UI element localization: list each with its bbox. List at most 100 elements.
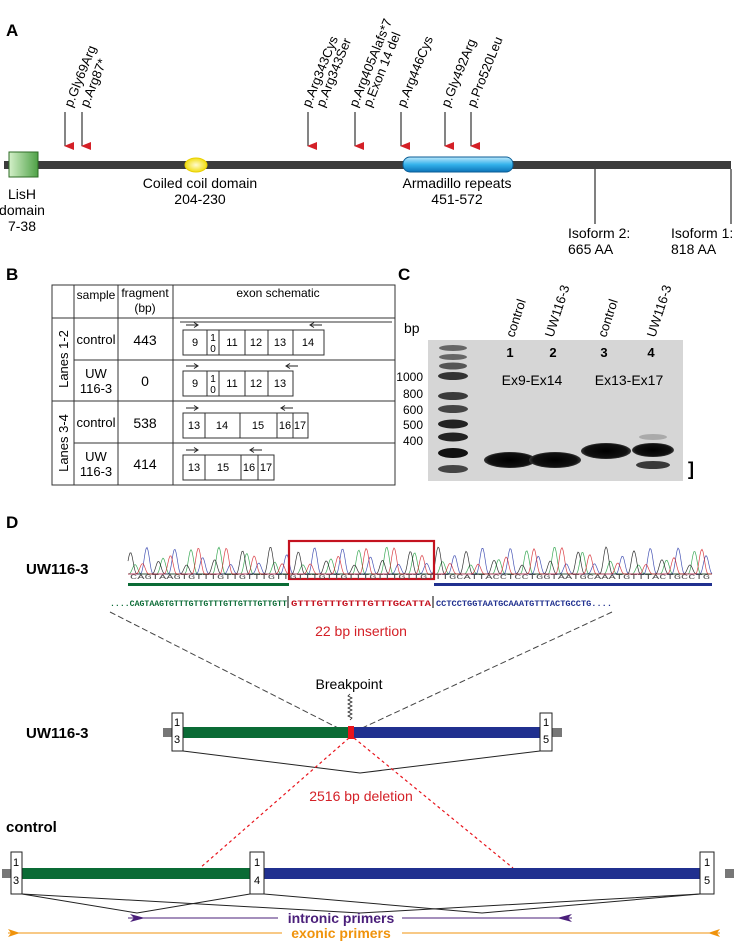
splice-line-mutant	[182, 750, 541, 774]
isoform1-label: Isoform 1:	[671, 225, 733, 241]
sequence-insertion: GTTTGTTTGTTTGTTTGCATTA	[291, 599, 432, 609]
chromatogram-trace	[127, 546, 713, 575]
intron-blue-control	[264, 868, 700, 879]
exon-schematic-row-2: 9 1 0 11 12 13	[182, 363, 298, 397]
sequence-blue: CCTCCTGGTAATGCAAATGTTTACTGCCTG....	[436, 599, 612, 609]
exon-label: 11	[226, 378, 237, 390]
gel-band	[632, 443, 674, 457]
exon-label: 11	[226, 337, 237, 349]
exon-label: 13	[274, 378, 286, 390]
lish-label: LisH	[8, 186, 36, 202]
sample-cell: UW	[85, 366, 107, 381]
exon-label: 15	[252, 420, 264, 432]
exon-number: 4	[254, 875, 260, 887]
exon-label: 12	[250, 378, 262, 390]
gene-flank-right	[552, 728, 562, 737]
gene-flank-left-control	[2, 869, 11, 878]
gel-marker-label: 800	[403, 387, 423, 401]
gel-marker-label: 1000	[396, 370, 423, 384]
deletion-label: 2516 bp deletion	[309, 788, 413, 804]
gel-lane-number: 4	[647, 345, 655, 360]
panel-label-a: A	[6, 21, 18, 40]
exon-label: 17	[260, 462, 272, 474]
gene-flank-left	[163, 728, 173, 737]
control-schematic-label: control	[6, 819, 57, 836]
exon-table	[51, 284, 396, 486]
exon-label: 9	[192, 337, 198, 349]
exon-number: 1	[254, 857, 260, 869]
gel-lane-number: 3	[600, 345, 607, 360]
sequence-green: ....CAGTAAGTGTTTGTTGTTTGTTGTTTGTTGTT	[110, 599, 287, 609]
exon-14-control	[249, 851, 265, 895]
intron-blue-mutant	[353, 727, 540, 738]
zoom-line-right	[359, 611, 613, 730]
gel-ladder-lane	[438, 345, 468, 473]
sample-cell: control	[76, 332, 115, 347]
gel-band	[636, 461, 670, 469]
splice-line-control-skip	[21, 893, 701, 914]
gel-bp-label: bp	[404, 320, 420, 336]
exon-number: 1	[174, 717, 180, 729]
gene-flank-right-control	[725, 869, 734, 878]
exon-number: 1	[543, 717, 549, 729]
exon-schematic-row-4: 13 15 16 17	[182, 447, 275, 481]
coiled-coil-label: Coiled coil domain	[143, 175, 257, 191]
green-segment-bar	[128, 583, 289, 586]
exon-label: 0	[210, 385, 216, 396]
exon-label: 12	[250, 337, 262, 349]
sample-cell: 116-3	[80, 381, 112, 396]
coiled-coil-domain	[184, 157, 208, 173]
gel-lane-name: control	[595, 297, 621, 339]
gel-band	[529, 452, 581, 468]
deletion-line-right	[353, 737, 514, 869]
header-fragment-unit: (bp)	[134, 301, 155, 315]
lish-label: domain	[0, 202, 45, 218]
gel-band	[639, 434, 667, 440]
exon-number: 5	[704, 875, 710, 887]
exon-label: 13	[274, 337, 286, 349]
mutant-schematic-label: UW116-3	[26, 725, 89, 742]
intronic-primers: intronic primers	[128, 910, 572, 926]
group-label-lanes12: Lanes 1-2	[56, 330, 71, 388]
gel-lane-name: UW116-3	[644, 283, 675, 339]
exon-label: 0	[210, 344, 216, 355]
fragment-cell: 443	[133, 332, 157, 348]
gel-lane-name: UW116-3	[542, 283, 573, 339]
gel-marker-label: 500	[403, 418, 423, 432]
splice-line-control-b	[263, 893, 701, 914]
gel-region-label: Ex9-Ex14	[502, 372, 563, 388]
armadillo-domain	[402, 156, 514, 173]
exon-13-mutant	[171, 712, 184, 752]
panel-label-b: B	[6, 265, 18, 284]
sample-cell: UW	[85, 449, 107, 464]
armadillo-label: Armadillo repeats	[403, 175, 512, 191]
chromatogram-trace	[128, 546, 712, 575]
blue-segment-bar	[434, 583, 712, 586]
exon-number: 5	[543, 734, 549, 746]
exon-label: 1	[210, 374, 216, 385]
exon-label: 17	[294, 420, 306, 432]
exonic-primers: exonic primers	[8, 925, 720, 941]
exon-13-control	[10, 851, 23, 895]
intronic-primers-label: intronic primers	[288, 910, 395, 926]
panel-label-c: C	[398, 265, 410, 284]
chromatogram-sample-label: UW116-3	[26, 561, 89, 578]
group-label-lanes34: Lanes 3-4	[56, 414, 71, 472]
chromatogram-bases: CAGTAAGTGTTTGTTGTTTGTTGTTTGTTGTTTGTTTGTT…	[130, 574, 710, 581]
intron-green-control	[22, 868, 250, 879]
sample-cell: 116-3	[80, 464, 112, 479]
exon-15-mutant	[539, 712, 553, 752]
exon-number: 1	[13, 857, 19, 869]
armadillo-range: 451-572	[431, 191, 483, 207]
protein-backbone	[4, 161, 731, 169]
gel-lane-number: 1	[506, 345, 513, 360]
sequence-line: ....CAGTAAGTGTTTGTTGTTTGTTGTTTGTTGTT GTT…	[110, 596, 612, 609]
exon-15-control	[699, 851, 715, 895]
exon-label: 16	[243, 462, 255, 474]
exonic-primers-label: exonic primers	[291, 925, 391, 941]
gel-band	[581, 443, 631, 459]
chromatogram: CAGTAAGTGTTTGTTGTTTGTTGTTTGTTGTTTGTTTGTT…	[127, 539, 713, 586]
splice-line-control-a	[21, 893, 251, 914]
lish-range: 7-38	[8, 218, 36, 234]
